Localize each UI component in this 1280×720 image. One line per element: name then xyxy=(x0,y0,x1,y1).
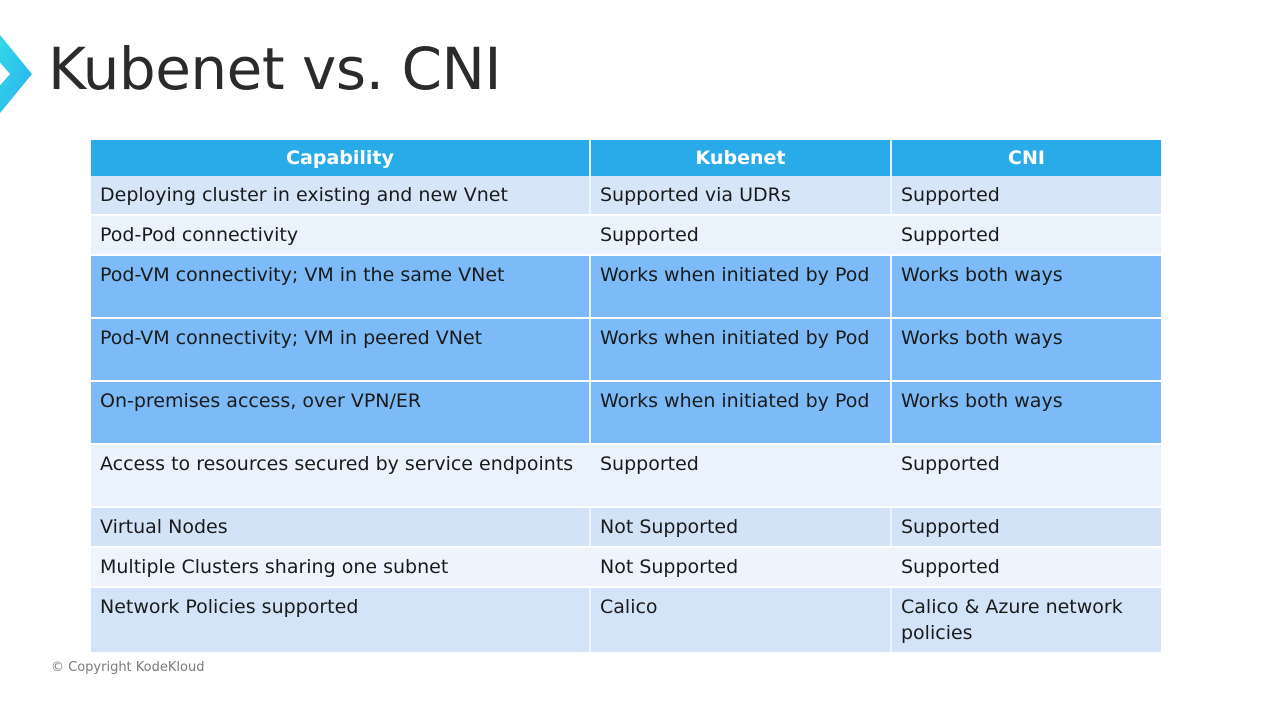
cell-cni: Works both ways xyxy=(891,318,1161,383)
table-row: Multiple Clusters sharing one subnet Not… xyxy=(91,547,1161,589)
cell-capability: On-premises access, over VPN/ER xyxy=(91,381,591,446)
cell-kubenet: Works when initiated by Pod xyxy=(590,318,892,383)
cell-capability: Deploying cluster in existing and new Vn… xyxy=(91,176,591,217)
cell-kubenet: Calico xyxy=(590,587,892,655)
cell-kubenet: Not Supported xyxy=(590,547,892,589)
column-header-kubenet: Kubenet xyxy=(590,140,892,176)
table-row: Network Policies supported Calico Calico… xyxy=(91,587,1161,655)
table-row: Pod-VM connectivity; VM in peered VNet W… xyxy=(91,318,1161,383)
copyright-notice: © Copyright KodeKloud xyxy=(51,660,205,675)
column-header-cni: CNI xyxy=(891,140,1161,176)
table-row: Pod-VM connectivity; VM in the same VNet… xyxy=(91,255,1161,320)
cell-capability: Multiple Clusters sharing one subnet xyxy=(91,547,591,589)
cell-cni: Works both ways xyxy=(891,255,1161,320)
cell-capability: Pod-VM connectivity; VM in the same VNet xyxy=(91,255,591,320)
kubenet-vs-cni-table: Capability Kubenet CNI Deploying cluster… xyxy=(91,140,1161,655)
cell-cni: Supported xyxy=(891,176,1161,217)
cell-capability: Pod-VM connectivity; VM in peered VNet xyxy=(91,318,591,383)
cell-kubenet: Works when initiated by Pod xyxy=(590,255,892,320)
cell-kubenet: Supported xyxy=(590,444,892,509)
cell-kubenet: Supported via UDRs xyxy=(590,176,892,217)
cell-cni: Supported xyxy=(891,507,1161,549)
cell-capability: Network Policies supported xyxy=(91,587,591,655)
table-row: Virtual Nodes Not Supported Supported xyxy=(91,507,1161,549)
cell-cni: Calico & Azure network policies xyxy=(891,587,1161,655)
cell-kubenet: Works when initiated by Pod xyxy=(590,381,892,446)
slide-header: Kubenet vs. CNI xyxy=(0,0,1280,130)
table-row: Pod-Pod connectivity Supported Supported xyxy=(91,215,1161,257)
cell-kubenet: Supported xyxy=(590,215,892,257)
table-row: Access to resources secured by service e… xyxy=(91,444,1161,509)
cell-cni: Supported xyxy=(891,215,1161,257)
cell-capability: Virtual Nodes xyxy=(91,507,591,549)
cell-cni: Supported xyxy=(891,547,1161,589)
cell-cni: Works both ways xyxy=(891,381,1161,446)
table-row: Deploying cluster in existing and new Vn… xyxy=(91,176,1161,217)
cell-capability: Pod-Pod connectivity xyxy=(91,215,591,257)
cell-cni: Supported xyxy=(891,444,1161,509)
table-row: On-premises access, over VPN/ER Works wh… xyxy=(91,381,1161,446)
cell-kubenet: Not Supported xyxy=(590,507,892,549)
chevron-right-icon xyxy=(0,34,32,114)
cell-capability: Access to resources secured by service e… xyxy=(91,444,591,509)
table-header: Capability Kubenet CNI xyxy=(91,140,1161,176)
column-header-capability: Capability xyxy=(91,140,591,176)
table-body: Deploying cluster in existing and new Vn… xyxy=(91,176,1161,655)
table-header-row: Capability Kubenet CNI xyxy=(91,140,1161,176)
page-title: Kubenet vs. CNI xyxy=(48,35,501,103)
